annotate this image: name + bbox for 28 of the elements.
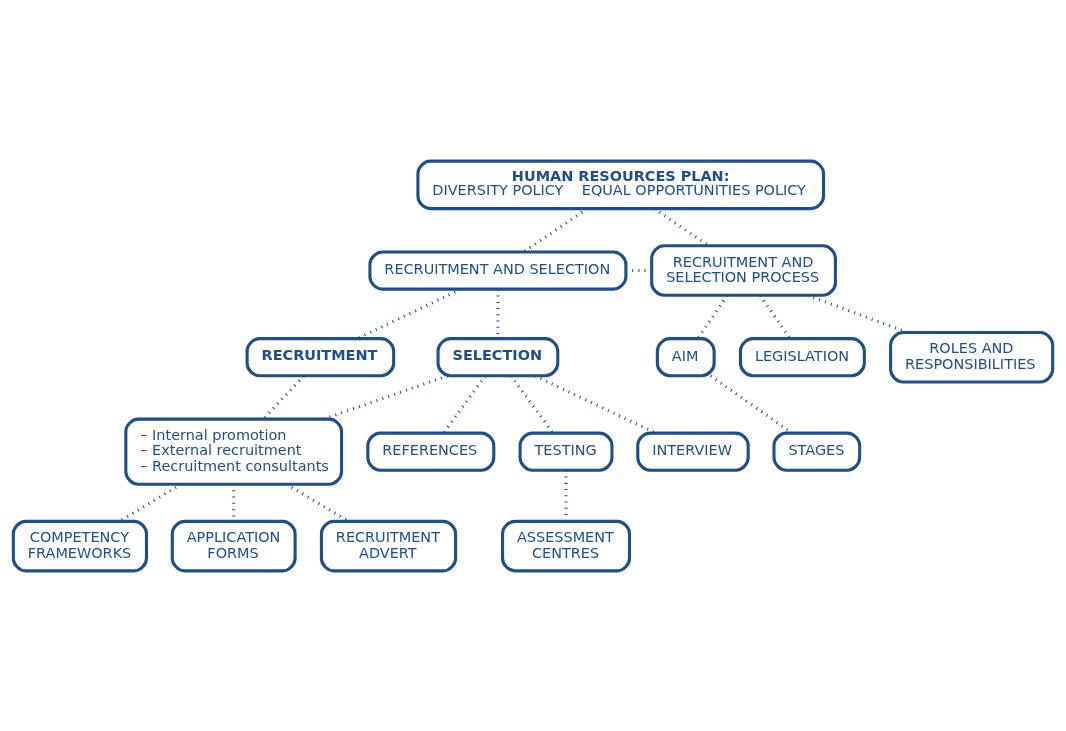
node-box: STAGES [772, 431, 862, 472]
node-box: RECRUITMENT [245, 336, 396, 377]
node-box: COMPETENCY FRAMEWORKS [11, 519, 149, 572]
node-box: ASSESSMENT CENTRES [501, 519, 632, 572]
connector [442, 374, 487, 434]
connector [758, 294, 792, 339]
connector [807, 293, 909, 334]
connector [118, 482, 182, 523]
node-box: LEGISLATION [738, 336, 866, 377]
connector [534, 373, 657, 434]
node-box: REFERENCES [366, 431, 496, 472]
node-box: AIM [655, 336, 716, 377]
connector [696, 294, 729, 339]
connector [509, 374, 555, 434]
node-box: HUMAN RESOURCES PLAN: DIVERSITY POLICY EQUAL OPPORTUNITIES POLICY [416, 159, 826, 210]
node-box: SELECTION [436, 336, 560, 377]
node-box: RECRUITMENT ADVERT [319, 519, 458, 572]
node-box: RECRUITMENT AND SELECTION PROCESS [650, 243, 837, 297]
connector [285, 482, 350, 523]
node-box: RECRUITMENT AND SELECTION [368, 249, 628, 291]
node-box: INTERVIEW [636, 431, 750, 472]
node-box: – Internal promotion – External recruitment – Recruitment consultants [124, 417, 344, 486]
connector [262, 374, 305, 420]
connector [356, 287, 462, 340]
connector [323, 373, 449, 421]
node-box: APPLICATION FORMS [170, 519, 297, 572]
node-box: TESTING [518, 431, 614, 472]
node-box: ROLES AND RESPONSIBILITIES [889, 330, 1055, 384]
